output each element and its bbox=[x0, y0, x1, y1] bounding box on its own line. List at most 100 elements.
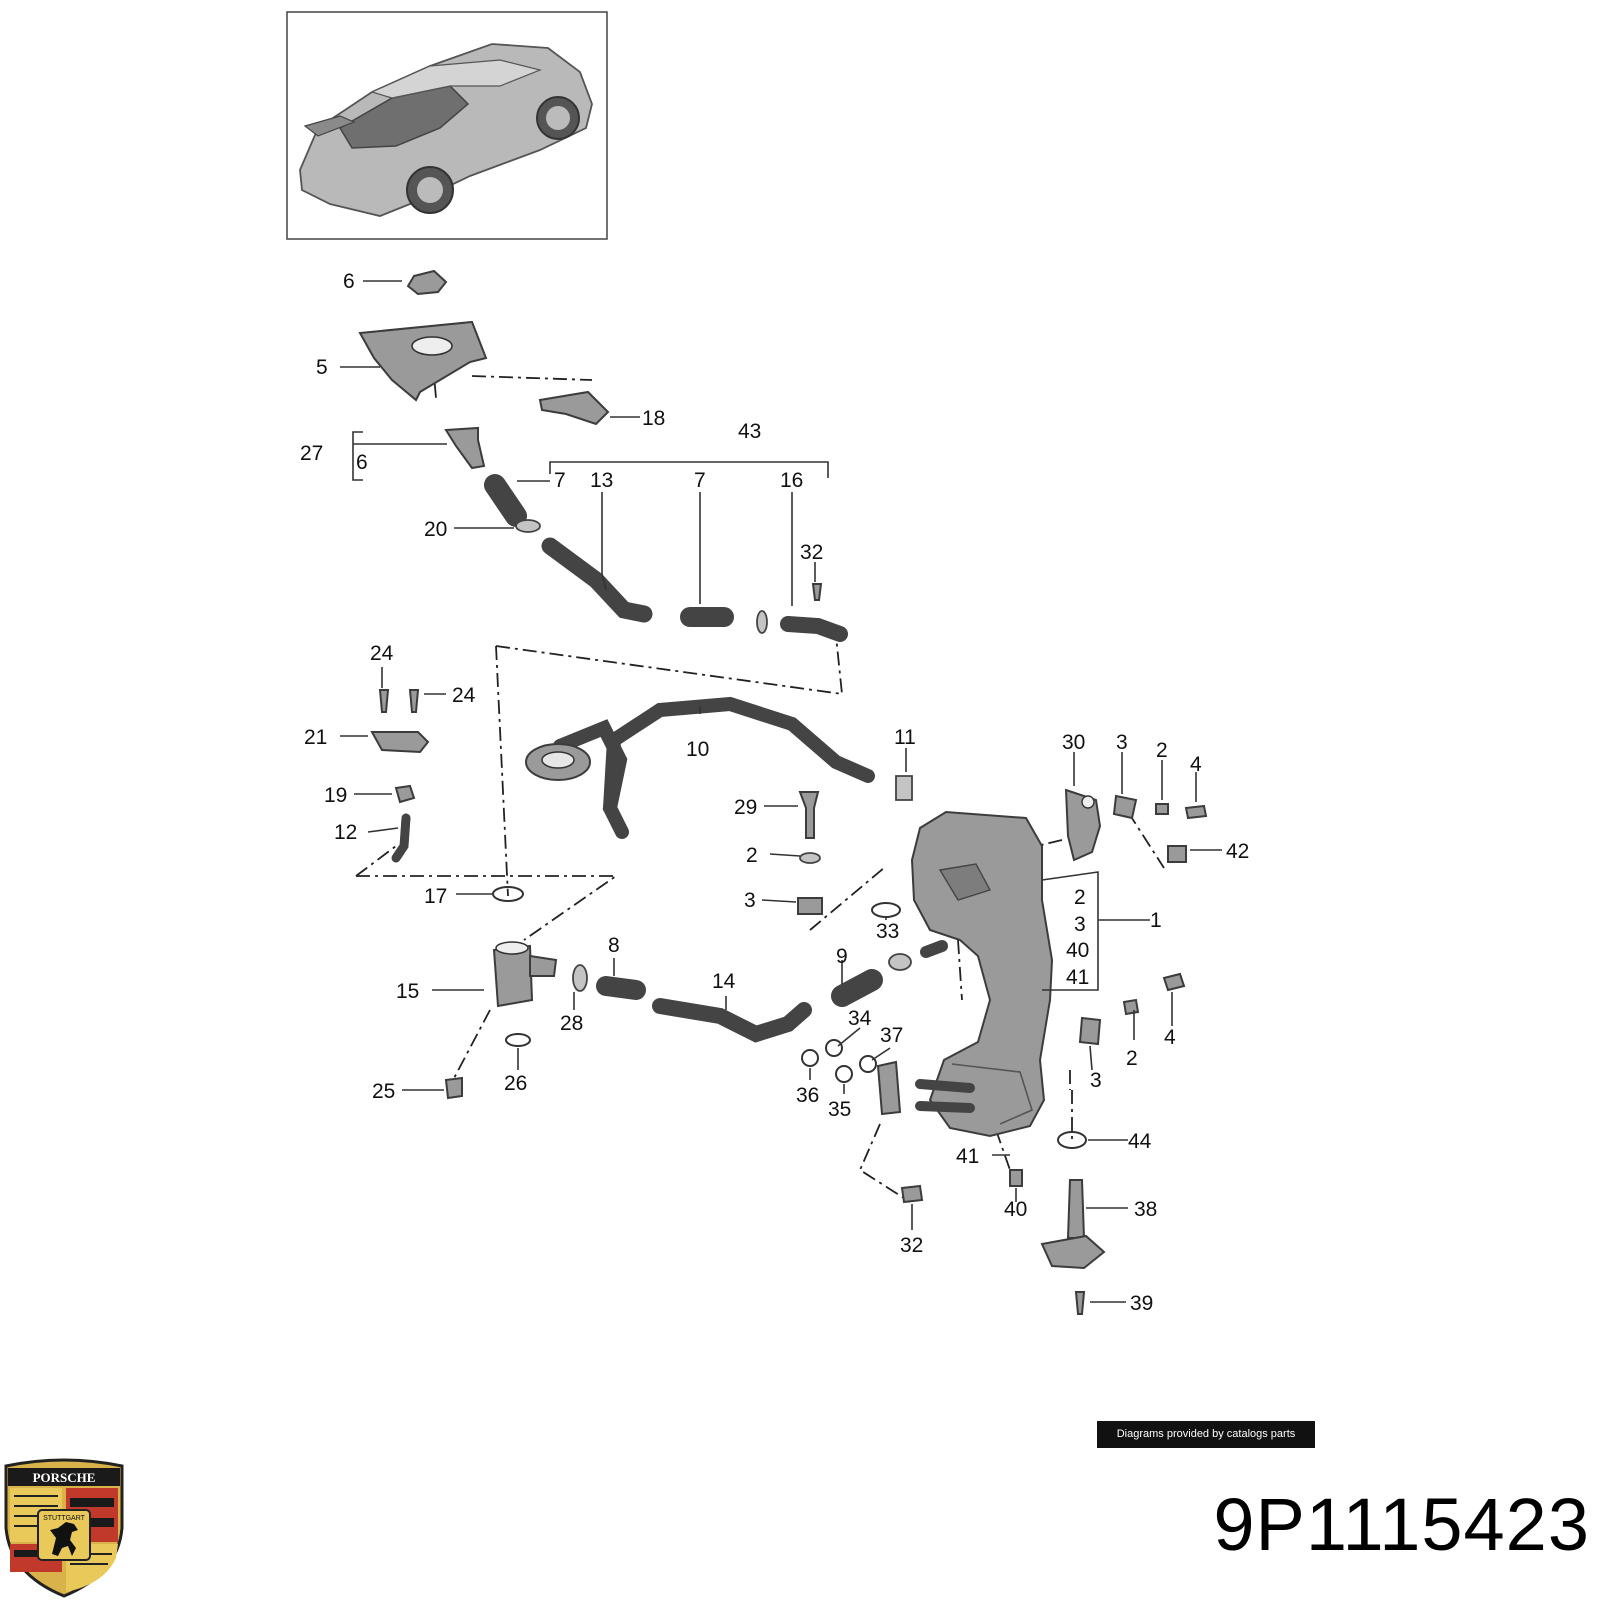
callout-3: 3 bbox=[744, 889, 756, 912]
callout-20: 20 bbox=[424, 518, 447, 541]
bushing-3 bbox=[797, 897, 823, 915]
callout-2: 2 bbox=[746, 844, 758, 867]
callout-labels: 1 2 2 2 2 3 3 3 3 4 4 5 6 6 7 7 8 9 10 1… bbox=[300, 270, 1249, 1315]
clamp-20 bbox=[515, 519, 541, 533]
clamp-33 bbox=[888, 953, 912, 971]
callout-12: 12 bbox=[334, 821, 357, 844]
hose-7-upper bbox=[484, 474, 527, 527]
clip-25 bbox=[444, 1076, 463, 1100]
clip-19 bbox=[394, 784, 416, 804]
callout-40: 40 bbox=[1004, 1198, 1027, 1221]
porsche-crest-icon: PORSCHE STUTTGART bbox=[4, 1458, 124, 1598]
level-sensor-38 bbox=[1040, 1179, 1106, 1270]
callout-34: 34 bbox=[848, 1007, 872, 1030]
callout-1: 1 bbox=[1150, 909, 1162, 932]
nut-2-upper bbox=[1155, 803, 1169, 815]
callout-18: 18 bbox=[642, 407, 665, 430]
clamp-28 bbox=[572, 964, 588, 992]
filler-bracket bbox=[358, 320, 488, 402]
callout-2: 2 bbox=[1126, 1047, 1138, 1070]
car-icon bbox=[299, 43, 593, 217]
callout-15: 15 bbox=[396, 980, 419, 1003]
callout-35: 35 bbox=[828, 1098, 851, 1121]
crest-wordmark: PORSCHE bbox=[33, 1470, 96, 1485]
callout-42: 42 bbox=[1226, 840, 1249, 863]
tank-nozzle bbox=[920, 940, 948, 958]
credit-badge: Diagrams provided by catalogs parts bbox=[1097, 1421, 1315, 1448]
hose-14 bbox=[652, 998, 812, 1043]
bolt-4-upper bbox=[1184, 804, 1208, 820]
callout-7: 7 bbox=[694, 469, 706, 492]
callout-40: 40 bbox=[1066, 939, 1089, 962]
callout-4: 4 bbox=[1190, 753, 1202, 776]
bolt-32-upper bbox=[811, 583, 823, 601]
flange-plate bbox=[876, 1060, 902, 1116]
callout-33: 33 bbox=[876, 920, 899, 943]
hose-9 bbox=[831, 969, 883, 1007]
callout-26: 26 bbox=[504, 1072, 527, 1095]
oring-17 bbox=[492, 886, 524, 902]
callout-29: 29 bbox=[734, 796, 757, 819]
filler-neck bbox=[444, 426, 486, 470]
callout-32: 32 bbox=[900, 1234, 923, 1257]
washer-2 bbox=[799, 852, 821, 864]
plug-40 bbox=[1009, 1169, 1023, 1187]
callout-14: 14 bbox=[712, 970, 736, 993]
callout-3: 3 bbox=[1090, 1069, 1102, 1092]
callout-10: 10 bbox=[686, 738, 709, 761]
callout-7: 7 bbox=[554, 469, 566, 492]
callout-8: 8 bbox=[608, 934, 620, 957]
hose-10 bbox=[603, 696, 875, 815]
fuel-tank bbox=[910, 810, 1054, 1138]
callout-37: 37 bbox=[880, 1024, 903, 1047]
callout-3: 3 bbox=[1074, 913, 1086, 936]
callout-11: 11 bbox=[894, 726, 916, 749]
hose-10-branch bbox=[553, 719, 629, 839]
bushing-3-right bbox=[1112, 794, 1138, 820]
vehicle-thumbnail bbox=[286, 11, 608, 240]
oring-44 bbox=[1057, 1131, 1087, 1149]
bracket-18 bbox=[538, 390, 610, 426]
bolt-29 bbox=[798, 791, 820, 839]
callout-25: 25 bbox=[372, 1080, 395, 1103]
valve-15 bbox=[492, 941, 558, 1008]
callout-5: 5 bbox=[316, 356, 328, 379]
callout-24: 24 bbox=[370, 642, 394, 665]
callout-24: 24 bbox=[452, 684, 476, 707]
callout-16: 16 bbox=[780, 469, 803, 492]
callout-28: 28 bbox=[560, 1012, 583, 1035]
bolt-4-lower bbox=[1162, 972, 1186, 992]
callout-3: 3 bbox=[1116, 731, 1128, 754]
clamp-16 bbox=[756, 610, 768, 634]
hose-12 bbox=[391, 813, 411, 863]
bracket-30 bbox=[1064, 788, 1102, 862]
bushing-3-lower bbox=[1078, 1016, 1102, 1046]
seal-rings-34-37 bbox=[801, 1039, 877, 1083]
oring-26 bbox=[505, 1033, 531, 1047]
callout-38: 38 bbox=[1134, 1198, 1157, 1221]
clamp-11 bbox=[895, 775, 913, 801]
oring-33 bbox=[871, 902, 901, 918]
leader-lines bbox=[340, 280, 1222, 1303]
callout-39: 39 bbox=[1130, 1292, 1153, 1315]
callout-2: 2 bbox=[1156, 739, 1168, 762]
callout-41: 41 bbox=[1066, 966, 1089, 989]
sensor-21 bbox=[370, 689, 430, 754]
callout-30: 30 bbox=[1062, 731, 1085, 754]
callout-27: 27 bbox=[300, 442, 323, 465]
callout-17: 17 bbox=[424, 885, 447, 908]
hose-13 bbox=[541, 537, 653, 623]
callout-44: 44 bbox=[1128, 1130, 1152, 1153]
callout-6: 6 bbox=[343, 270, 355, 293]
horse-icon bbox=[50, 1522, 78, 1556]
screw-39 bbox=[1074, 1291, 1086, 1315]
callout-41: 41 bbox=[956, 1145, 979, 1168]
callout-21: 21 bbox=[304, 726, 327, 749]
hose-8 bbox=[596, 976, 646, 1000]
callout-13: 13 bbox=[590, 469, 613, 492]
hose-16 bbox=[780, 616, 848, 642]
filler-cap bbox=[406, 269, 448, 296]
callout-9: 9 bbox=[836, 945, 848, 968]
callout-19: 19 bbox=[324, 784, 347, 807]
